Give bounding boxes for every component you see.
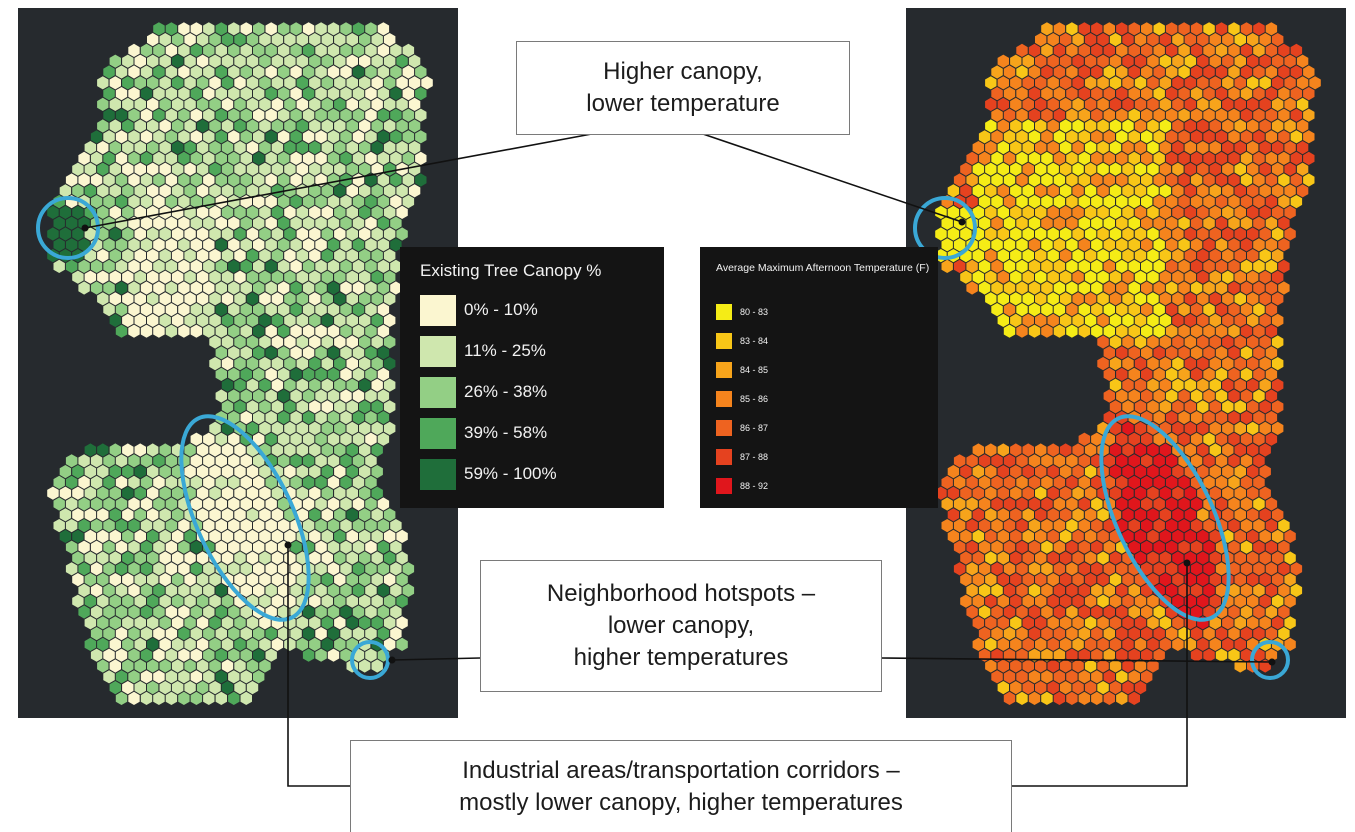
hex-cells [935,119,1172,338]
temperature-legend-title: Average Maximum Afternoon Temperature (F… [716,262,930,274]
canopy-legend-label: 59% - 100% [464,464,557,483]
temperature-legend-item: 85 - 86 [716,388,768,410]
canopy-legend-item: 26% - 38% [420,375,547,409]
temperature-legend: Average Maximum Afternoon Temperature (F… [700,247,938,508]
temperature-legend-label: 84 - 85 [740,365,769,375]
temperature-legend-item: 87 - 88 [716,446,768,468]
canopy-swatch-4 [420,458,456,490]
canopy-legend-label: 26% - 38% [464,382,548,401]
callout-text: Higher canopy, [603,58,763,85]
temp-swatch-4 [716,420,732,436]
canopy-legend-item: 39% - 58% [420,416,547,450]
canopy-legend-title: Existing Tree Canopy % [420,261,602,280]
callout-text: higher temperatures [573,644,789,671]
temperature-hex-grid [913,22,1321,705]
canopy-hex-grid [36,22,433,705]
canopy-legend-label: 39% - 58% [464,423,548,442]
hex-cells [53,22,427,705]
callout-text: Industrial areas/transportation corridor… [462,756,900,784]
hex-cells [47,22,433,705]
temp-swatch-0 [716,304,732,320]
callout-neighborhood-hotspots: Neighborhood hotspots – lower canopy, hi… [480,560,882,692]
canopy-legend-item: 0% - 10% [420,293,538,327]
canopy-legend-label: 11% - 25% [464,341,546,360]
temperature-legend-label: 88 - 92 [740,481,769,491]
temperature-legend-item: 84 - 85 [716,359,768,381]
canopy-legend-item: 11% - 25% [420,334,546,368]
callout-text: Neighborhood hotspots – [546,580,816,607]
hex-cells [941,22,1321,705]
canopy-map [18,8,458,718]
temp-swatch-1 [716,333,732,349]
canopy-legend-label: 0% - 10% [464,300,538,319]
canopy-swatch-0 [420,294,456,326]
hex-cells [935,22,1315,705]
temperature-legend-item: 83 - 84 [716,330,768,352]
callout-industrial-areas: Industrial areas/transportation corridor… [350,740,1012,832]
canopy-legend-item: 59% - 100% [420,457,557,491]
canopy-swatch-3 [420,417,456,449]
temperature-legend-item: 88 - 92 [716,475,768,497]
temperature-legend-label: 86 - 87 [740,423,769,433]
highlight-ring [1099,414,1231,622]
temperature-legend-item: 86 - 87 [716,417,768,439]
callout-text: mostly lower canopy, higher temperatures [459,788,903,816]
temp-swatch-6 [716,478,732,494]
temperature-legend-label: 83 - 84 [740,336,769,346]
temperature-legend-item: 80 - 83 [716,301,768,323]
temp-swatch-3 [716,391,732,407]
temp-swatch-5 [716,449,732,465]
canopy-legend: Existing Tree Canopy % 0% - 10% 11% - 25… [400,247,664,508]
callout-text: lower temperature [586,90,780,117]
highlight-ring [350,640,390,680]
hex-cells [941,22,1315,705]
callout-text: lower canopy, [607,612,755,639]
hex-cells [1109,421,1215,630]
temperature-map [906,8,1346,718]
temperature-legend-label: 80 - 83 [740,307,769,317]
canopy-swatch-1 [420,335,456,367]
callout-higher-canopy: Higher canopy, lower temperature [516,41,850,135]
temperature-legend-label: 85 - 86 [740,394,769,404]
temperature-legend-label: 87 - 88 [740,452,769,462]
temp-swatch-2 [716,362,732,378]
canopy-swatch-2 [420,376,456,408]
